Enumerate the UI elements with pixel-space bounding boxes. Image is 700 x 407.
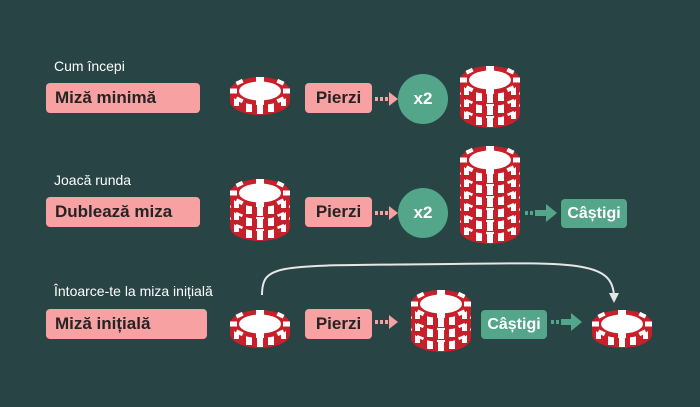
double-bet-label: Dublează miza [46, 197, 200, 227]
chip-stack-1 [230, 310, 290, 348]
lose-label: Pierzi [305, 309, 372, 339]
minimum-bet-label: Miză minimă [46, 83, 200, 113]
win-label: Câștigi [481, 310, 547, 339]
arrow-pink [375, 315, 398, 329]
lose-label: Pierzi [305, 197, 372, 227]
initial-bet-label: Miză inițială [46, 309, 207, 339]
arrow-pink [375, 206, 398, 220]
chip-stack-2 [230, 179, 290, 241]
arrow-green [525, 204, 557, 222]
chip-stack-2 [460, 66, 520, 128]
chip-stack-1 [230, 77, 290, 115]
chip-stack-2 [411, 290, 471, 352]
win-label: Câștigi [561, 199, 627, 228]
lose-label: Pierzi [305, 83, 372, 113]
multiplier-x2: x2 [398, 74, 448, 124]
section-label-return: Întoarce-te la miza inițială [54, 283, 213, 299]
multiplier-x2: x2 [398, 188, 448, 238]
return-arrow [261, 262, 619, 303]
section-label-start: Cum începi [54, 58, 125, 74]
arrow-pink [375, 92, 398, 106]
chip-stack-tall [460, 146, 520, 244]
arrow-green [551, 313, 582, 331]
section-label-round: Joacă runda [54, 172, 132, 188]
chip-stack-1 [592, 310, 652, 348]
